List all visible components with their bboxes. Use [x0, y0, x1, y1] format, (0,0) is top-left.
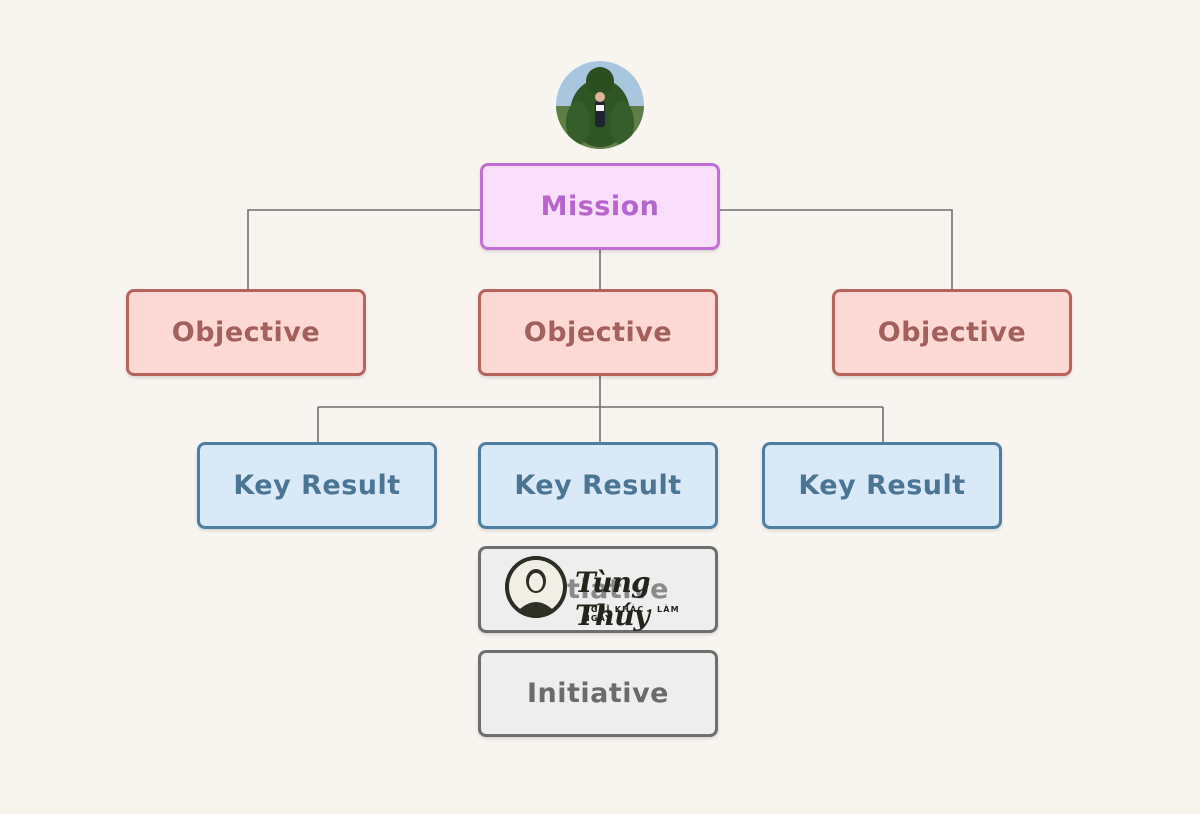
logo-portrait-icon — [505, 556, 567, 618]
key-result-label: Key Result — [233, 470, 401, 501]
key-result-node-center: Key Result — [478, 442, 718, 529]
mission-node: Mission — [480, 163, 720, 250]
objective-label: Objective — [171, 317, 321, 348]
key-result-node-right: Key Result — [762, 442, 1002, 529]
initiative-node-1: Initiative Tùng Thúy NGHĨ KHÁC - LÀM NGA… — [478, 546, 718, 633]
avatar-image — [556, 61, 644, 149]
connector-mission-objective-right — [720, 209, 953, 290]
objective-node-right: Objective — [832, 289, 1072, 376]
objective-label: Objective — [877, 317, 1027, 348]
initiative-label: Initiative — [527, 678, 669, 709]
logo-title: Tùng Thúy — [575, 566, 651, 632]
objective-label: Objective — [523, 317, 673, 348]
objective-node-center: Objective — [478, 289, 718, 376]
connector-mission-objective-left — [247, 209, 480, 290]
logo-subtitle: NGHĨ KHÁC - LÀM NGAY — [583, 605, 680, 623]
key-result-label: Key Result — [514, 470, 682, 501]
watermark-logo: Tùng Thúy NGHĨ KHÁC - LÀM NGAY — [505, 554, 701, 632]
key-result-node-left: Key Result — [197, 442, 437, 529]
key-result-label: Key Result — [798, 470, 966, 501]
mission-label: Mission — [540, 191, 660, 222]
initiative-node-2: Initiative — [478, 650, 718, 737]
avatar — [556, 61, 644, 149]
objective-node-left: Objective — [126, 289, 366, 376]
